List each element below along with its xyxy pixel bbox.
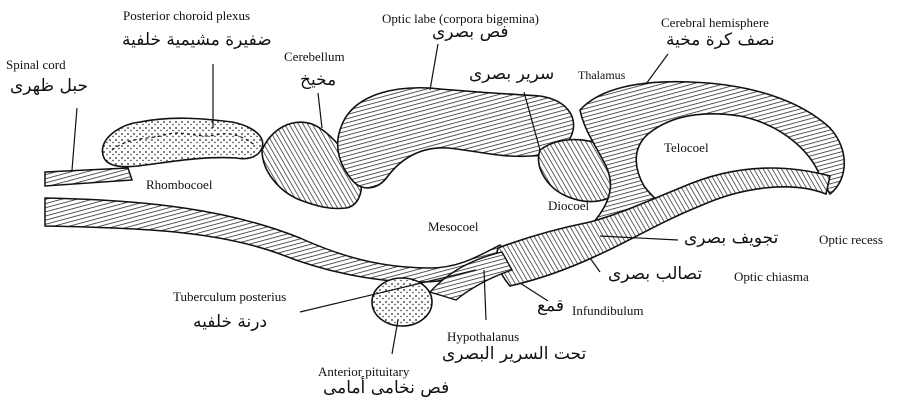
label-cerebellum: Cerebellum bbox=[284, 50, 345, 63]
label-optic-recess-ar: تجويف بصرى bbox=[684, 230, 778, 247]
label-infundibulum: Infundibulum bbox=[572, 304, 644, 317]
label-thalamus-ar: سرير بصرى bbox=[469, 66, 554, 83]
label-posterior-choroid-plexus-ar: ضفيرة مشيمية خلفية bbox=[122, 32, 272, 49]
label-anterior-pituitary: Anterior pituitary bbox=[318, 365, 409, 378]
label-optic-recess: Optic recess bbox=[819, 233, 883, 246]
label-mesocoel: Mesocoel bbox=[428, 220, 479, 233]
spinal-cord-dorsal bbox=[45, 168, 132, 186]
label-cerebral-hemisphere: Cerebral hemisphere bbox=[661, 16, 769, 29]
label-posterior-choroid-plexus: Posterior choroid plexus bbox=[123, 9, 250, 22]
optic-lobe-wall bbox=[338, 88, 574, 188]
label-tuberculum-posterius-ar: درنة خلفيه bbox=[193, 314, 267, 331]
label-optic-lobe-ar: فص بصرى bbox=[432, 24, 509, 41]
label-diocoel: Diocoel bbox=[548, 199, 589, 212]
anterior-pituitary bbox=[372, 278, 432, 326]
ventral-floor-band bbox=[45, 198, 506, 282]
label-cerebral-hemisphere-ar: نصف كرة مخية bbox=[666, 32, 775, 49]
label-spinal-cord-ar: حبل ظهرى bbox=[10, 78, 88, 95]
choroid-plexus bbox=[102, 118, 262, 167]
label-tuberculum-posterius: Tuberculum posterius bbox=[173, 290, 286, 303]
label-cerebellum-ar: مخيخ bbox=[300, 72, 336, 89]
label-hypothalamus-ar: تحت السرير البصرى bbox=[442, 346, 586, 363]
label-thalamus: Thalamus bbox=[578, 69, 625, 81]
label-rhombocoel: Rhombocoel bbox=[146, 178, 212, 191]
label-hypothalamus: Hypothalanus bbox=[447, 330, 519, 343]
label-infundibulum-ar: قمع bbox=[537, 298, 564, 315]
label-telocoel: Telocoel bbox=[664, 141, 709, 154]
label-spinal-cord: Spinal cord bbox=[6, 58, 66, 71]
label-optic-chiasma: Optic chiasma bbox=[734, 270, 809, 283]
label-anterior-pituitary-ar: فص نخامى أمامى bbox=[323, 380, 449, 397]
label-optic-chiasma-ar: تصالب بصرى bbox=[608, 266, 702, 283]
